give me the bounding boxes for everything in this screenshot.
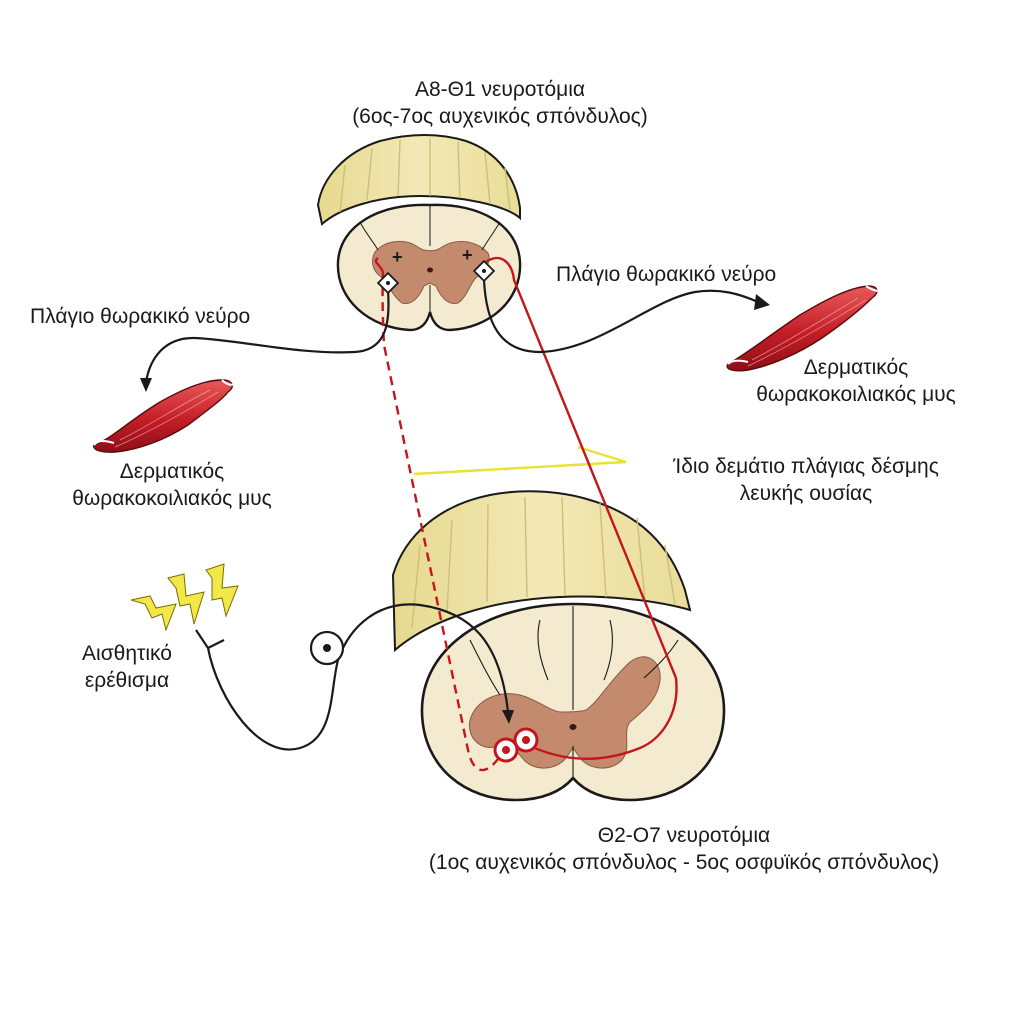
left-muscle [93,379,237,453]
upper-right-plus: + [462,245,473,265]
upper-right-motor-neuron [472,259,496,283]
ascending-tracts [374,256,678,772]
left-muscle-label: Δερματικός θωρακοκοιλιακός μυς [52,458,292,512]
stimulus-label: Αισθητικό ερέθισμα [62,640,192,694]
stimulus-label-line2: ερέθισμα [84,669,170,692]
lower-section-title-line1: Θ2-Ο7 νευροτόμια [597,824,771,847]
upper-cord-stripes [339,138,511,213]
upper-cord-septa [359,206,501,312]
bundle-label: Ίδιο δεμάτιο πλάγιας δέσμης λευκής ουσία… [626,453,986,507]
upper-left-plus: + [392,247,403,267]
left-muscle-label-line2: θωρακοκοιλιακός μυς [72,487,272,510]
lower-section-title: Θ2-Ο7 νευροτόμια (1ος αυχενικός σπόνδυλο… [364,822,1004,876]
upper-section-title: Α8-Θ1 νευροτόμια (6ος-7ος αυχενικός σπόν… [330,76,670,130]
receptor-icon [195,629,225,649]
neuron-cell-body-icon [309,630,345,666]
right-nerve-label: Πλάγιο θωρακικό νεύρο [556,263,777,286]
left-tract-dashed [381,271,501,772]
right-muscle [726,285,883,372]
lower-cord-stripes [411,496,676,629]
upper-section-title-line1: Α8-Θ1 νευροτόμια [414,78,586,101]
upper-section-title-line2: (6ος-7ος αυχενικός σπόνδυλος) [352,105,648,128]
upper-left-motor-neuron [376,271,400,295]
right-muscle-label-line1: Δερματικός [803,356,909,379]
right-muscle-label: Δερματικός θωρακοκοιλιακός μυς [736,354,976,408]
lower-section-title-line2: (1ος αυχενικός σπόνδυλος - 5ος οσφυϊκός … [428,851,940,874]
lower-cord-segment [391,490,726,802]
lower-cord-septa [469,606,679,780]
bundle-label-line2: λευκής ουσίας [739,482,873,505]
lightning-bolt-icon [130,563,239,632]
bundle-indicator-lines [413,445,627,476]
right-tract [485,256,678,760]
stimulus-label-line1: Αισθητικό [82,642,172,665]
left-muscle-label-line1: Δερματικός [119,460,225,483]
right-muscle-label-line2: θωρακοκοιλιακός μυς [756,383,956,406]
upper-cord-side [316,134,521,226]
left-nerve-path [144,289,390,383]
upper-cord-segment [316,134,522,332]
sensory-pathway [206,603,514,751]
lower-interneuron-left [493,737,519,763]
right-nerve-path [482,279,759,354]
bundle-label-line1: Ίδιο δεμάτιο πλάγιας δέσμης [673,455,939,478]
motor-nerves [140,279,770,392]
left-nerve-label: Πλάγιο θωρακικό νεύρο [30,305,251,328]
lower-interneuron-right [513,727,539,753]
